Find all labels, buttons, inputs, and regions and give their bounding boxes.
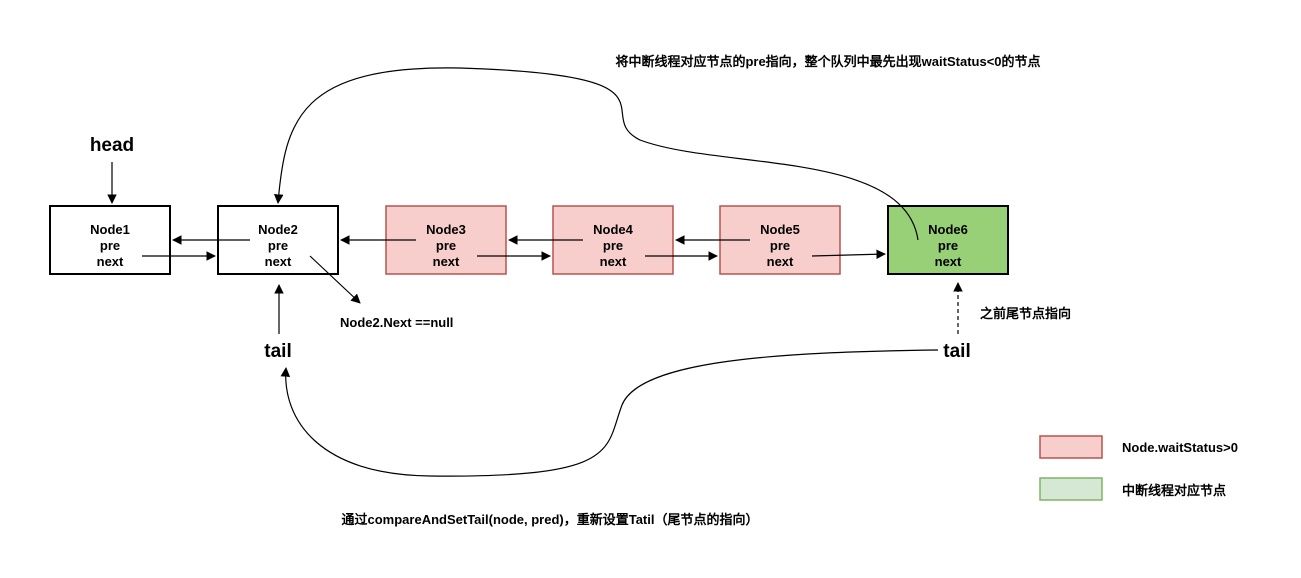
node4-name: Node4	[593, 222, 634, 237]
node5-pre: pre	[770, 238, 790, 253]
legend-label-waitstatus: Node.waitStatus>0	[1122, 440, 1238, 455]
tail-reset-curve	[280, 349, 939, 477]
node3-name: Node3	[426, 222, 466, 237]
tail-old-label: tail	[943, 341, 970, 362]
node2-next-null-label: Node2.Next ==null	[340, 315, 453, 330]
bottom-note: 通过compareAndSetTail(node, pred)，重新设置Tati…	[342, 512, 759, 527]
legend-label-interrupted: 中断线程对应节点	[1122, 483, 1226, 498]
node1-name: Node1	[90, 222, 130, 237]
old-tail-note: 之前尾节点指向	[980, 306, 1071, 321]
node2-name: Node2	[258, 222, 298, 237]
node3-pre: pre	[436, 238, 456, 253]
tail-new-label: tail	[264, 341, 291, 362]
node3-next: next	[433, 254, 460, 269]
top-note: 将中断线程对应节点的pre指向，整个队列中最先出现waitStatus<0的节点	[615, 54, 1040, 69]
legend: Node.waitStatus>0 中断线程对应节点	[1039, 435, 1238, 501]
node1-next: next	[97, 254, 124, 269]
node6-pre: pre	[938, 238, 958, 253]
node1-box: Node1 pre next	[49, 205, 171, 275]
node5-name: Node5	[760, 222, 800, 237]
legend-swatch-waitstatus	[1039, 435, 1103, 459]
node6-next: next	[935, 254, 962, 269]
legend-swatch-interrupted	[1039, 477, 1103, 501]
node6-box: Node6 pre next	[887, 205, 1009, 275]
node2-next-null-arrow	[309, 255, 361, 304]
node3-box: Node3 pre next	[385, 205, 507, 275]
node5-next: next	[767, 254, 794, 269]
node6-name: Node6	[928, 222, 968, 237]
node6-pre-curve	[273, 67, 919, 241]
node1-pre: pre	[100, 238, 120, 253]
node4-next: next	[600, 254, 627, 269]
node2-pre: pre	[268, 238, 288, 253]
node5-next-arrow	[811, 249, 886, 260]
head-label: head	[90, 135, 134, 156]
node2-next: next	[265, 254, 292, 269]
node4-pre: pre	[603, 238, 623, 253]
